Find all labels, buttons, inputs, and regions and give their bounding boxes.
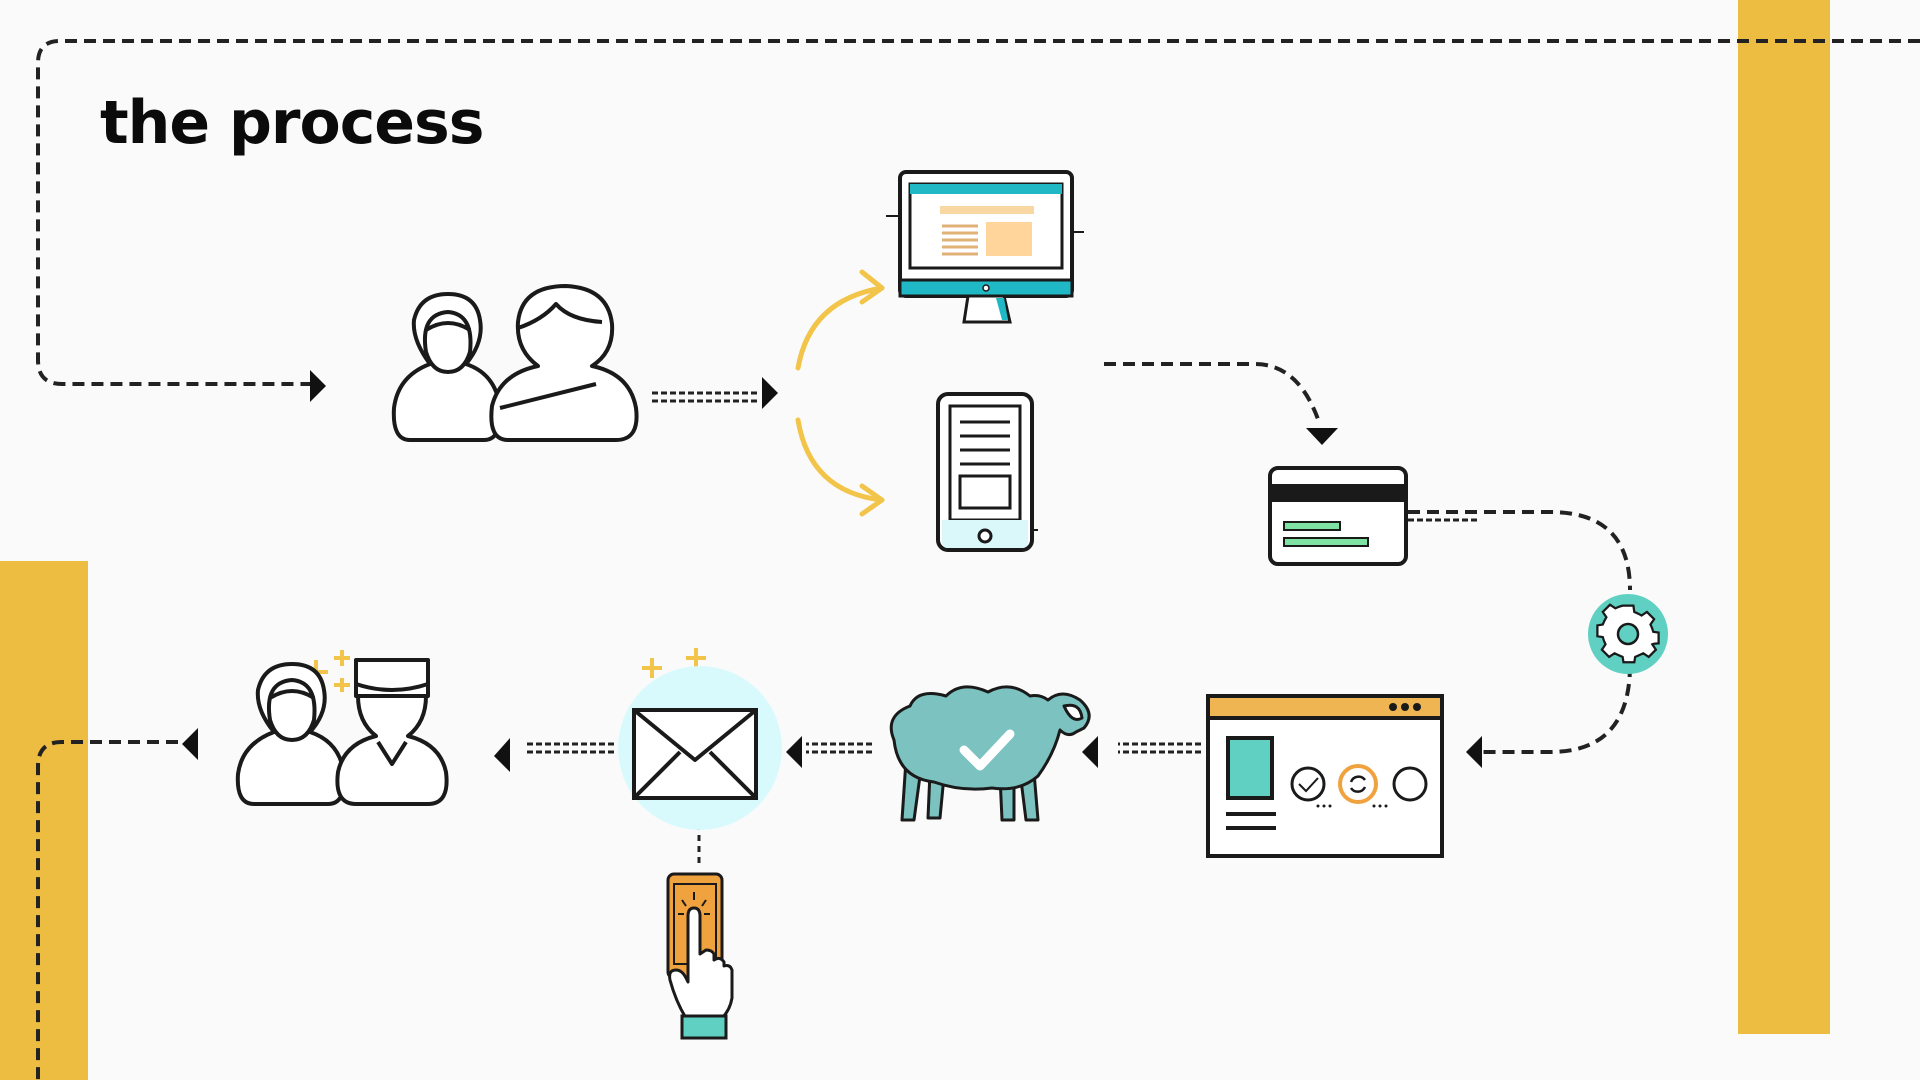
mobile-icon xyxy=(936,392,1038,552)
right-accent-bar xyxy=(1738,0,1830,1034)
sheep-email-connector xyxy=(806,742,872,754)
card-gear-connector xyxy=(1408,510,1632,591)
arrow-to-desktop xyxy=(795,285,885,371)
gear-status-connector xyxy=(1478,664,1632,754)
email-icon xyxy=(618,648,782,830)
loop-bottom-connector xyxy=(36,740,178,1080)
sheep-icon xyxy=(889,685,1091,822)
card-icon xyxy=(1268,466,1408,566)
arrow-to-status xyxy=(1466,736,1482,768)
gear-icon xyxy=(1588,594,1668,674)
customers-happy-icon xyxy=(235,650,449,806)
arrow-to-mobile xyxy=(795,417,885,503)
customers-icon xyxy=(391,284,639,442)
arrow-to-card xyxy=(1306,428,1338,445)
loop-top-connector xyxy=(36,39,1920,386)
phone-tap-icon xyxy=(666,872,734,1040)
status-sheep-connector xyxy=(1118,742,1201,754)
arrow-to-channels xyxy=(762,377,778,409)
arrow-to-happy xyxy=(494,738,510,772)
email-customers-connector xyxy=(526,742,614,754)
page-title: the process xyxy=(100,88,484,158)
arrow-loop-top xyxy=(310,370,326,402)
arrow-to-email xyxy=(786,736,802,768)
desktop-icon xyxy=(886,170,1084,324)
customers-channels-connector xyxy=(652,391,760,403)
arrow-to-mobile-head xyxy=(859,483,885,517)
order-status-icon xyxy=(1206,694,1444,858)
arrow-loop-bottom xyxy=(182,728,198,760)
left-accent-bar xyxy=(0,561,88,1080)
arrow-to-sheep xyxy=(1082,736,1098,768)
arrow-to-desktop-head xyxy=(859,269,885,305)
desktop-card-connector xyxy=(1104,362,1322,426)
